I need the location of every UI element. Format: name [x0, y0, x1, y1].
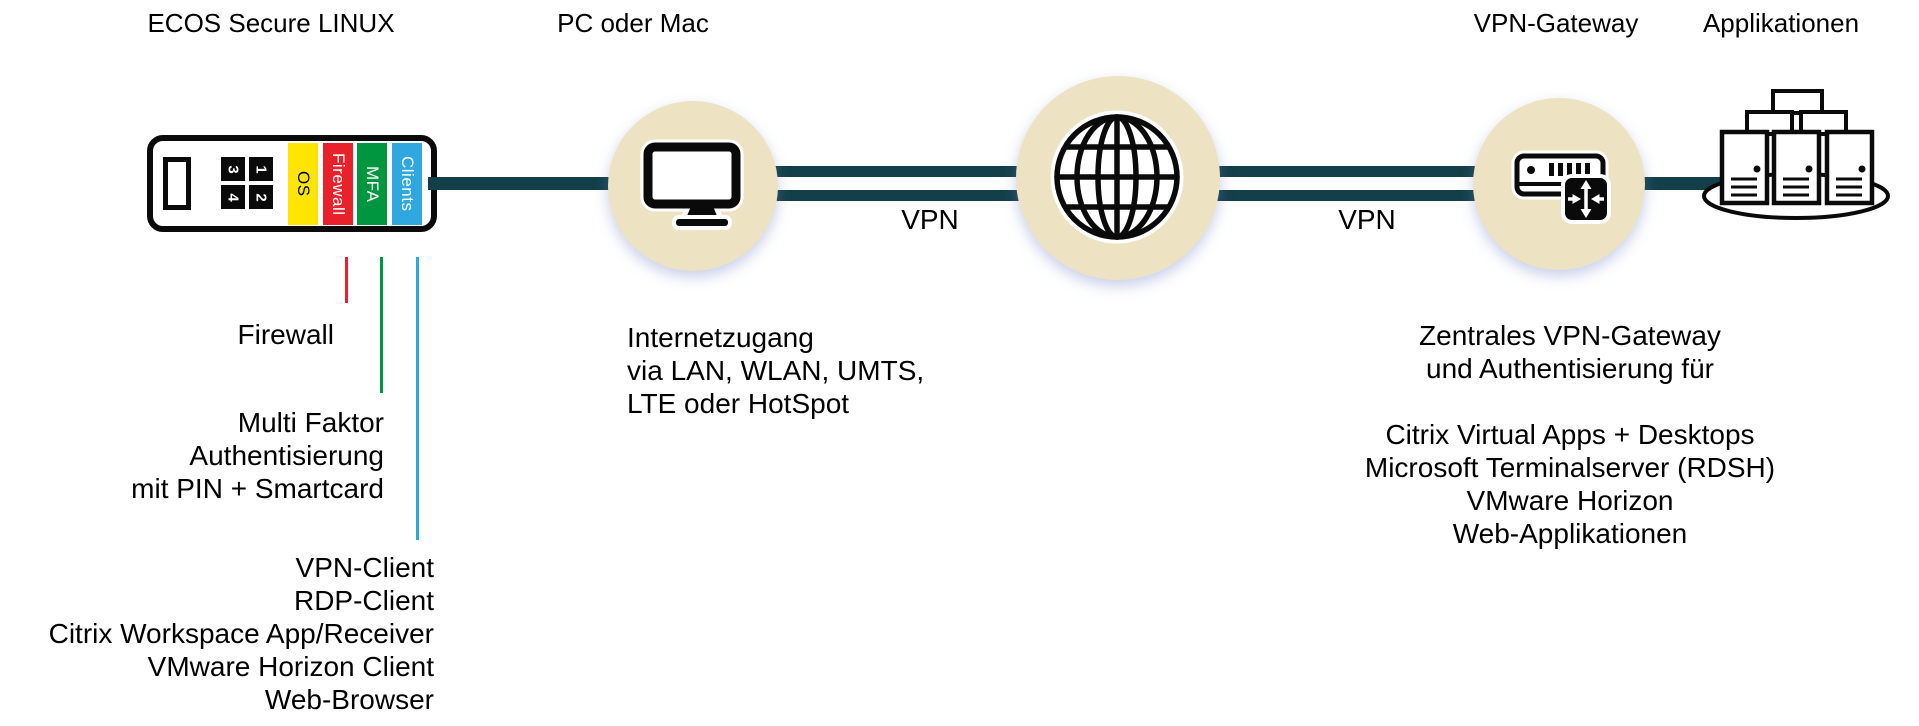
title-pc-oder-mac: PC oder Mac [557, 8, 709, 38]
usb-port-2: 2 [249, 185, 273, 209]
globe-icon [1050, 110, 1184, 244]
usb-stick: 3 1 4 2 OS Firewall MFA Clients [147, 135, 437, 232]
server-farm-icon [1702, 89, 1890, 220]
usb-connector-icon [163, 157, 191, 210]
line-pc-to-internet-bottom [693, 190, 1118, 201]
usb-port-1: 1 [249, 157, 273, 181]
stem-mfa [380, 257, 383, 393]
title-vpn-gateway: VPN-Gateway [1473, 8, 1639, 38]
annotation-firewall: Firewall [237, 319, 334, 350]
title-ecos-secure-linux: ECOS Secure LINUX [147, 8, 395, 38]
line-internet-to-gateway-bottom [1117, 190, 1562, 201]
vpn-label-left: VPN [901, 204, 959, 235]
vpn-router-icon [1511, 150, 1611, 224]
stick-band-firewall: Firewall [323, 143, 353, 225]
usb-port-4: 4 [221, 185, 245, 209]
stick-band-os: OS [288, 143, 318, 225]
line-pc-to-internet-top [693, 166, 1118, 177]
stem-firewall [345, 257, 348, 303]
line-internet-to-gateway-top [1117, 166, 1562, 177]
annotation-mfa: Multi Faktor Authentisierung mit PIN + S… [131, 407, 384, 504]
stick-band-clients: Clients [392, 143, 422, 225]
vpn-label-right: VPN [1338, 204, 1396, 235]
annotation-internet: Internetzugang via LAN, WLAN, UMTS, LTE … [627, 322, 925, 419]
monitor-icon [640, 139, 744, 230]
usb-port-3: 3 [221, 157, 245, 181]
annotation-gateway-apps: Zentrales VPN-Gateway und Authentisierun… [1364, 320, 1776, 549]
stem-clients [416, 257, 419, 540]
annotation-clients: VPN-Client RDP-Client Citrix Workspace A… [48, 552, 434, 715]
stick-band-mfa: MFA [357, 143, 387, 225]
title-applikationen: Applikationen [1702, 8, 1860, 38]
